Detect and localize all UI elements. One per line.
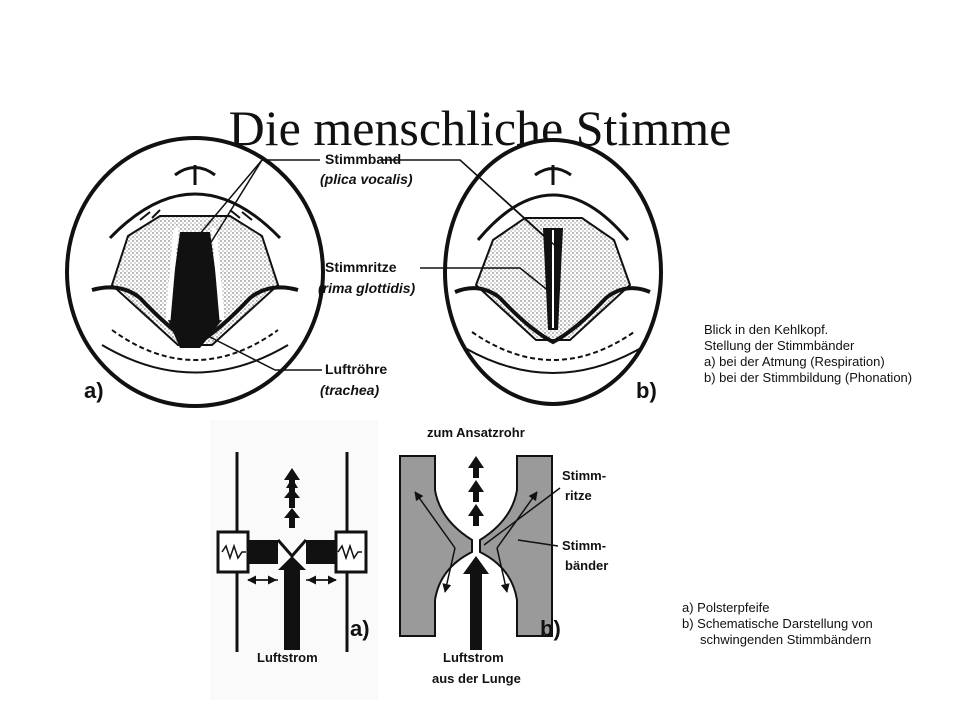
label-luftroehre-latin: (trachea) — [320, 382, 380, 398]
top-caption-line-1: Blick in den Kehlkopf. — [704, 322, 829, 337]
label-stimmbaender-2: bänder — [565, 558, 609, 573]
top-caption-line-4: b) bei der Stimmbildung (Phonation) — [704, 370, 913, 385]
label-luftstrom-a: Luftstrom — [257, 650, 318, 665]
label-stimmbaender-1: Stimm- — [562, 538, 607, 553]
bottom-caption: a) Polsterpfeife b) Schematische Darstel… — [682, 600, 873, 648]
label-stimmritze-b-1: Stimm- — [562, 468, 607, 483]
top-caption-line-2: Stellung der Stimmbänder — [704, 338, 855, 353]
panel-label-bottom-b: b) — [540, 616, 561, 641]
larynx-view-phonation — [443, 138, 663, 406]
label-stimmritze: Stimmritze — [325, 259, 397, 275]
top-pointer-lines — [187, 159, 561, 371]
label-luftstrom-b-2: aus der Lunge — [432, 671, 521, 686]
label-luftstrom-b-1: Luftstrom — [443, 650, 504, 665]
label-ansatzrohr: zum Ansatzrohr — [427, 425, 525, 440]
label-stimmritze-b-2: ritze — [565, 488, 592, 503]
vocal-folds-schematic-drawing — [399, 455, 561, 650]
panel-label-top-a: a) — [84, 378, 104, 403]
larynx-view-respiration — [65, 136, 325, 408]
label-stimmritze-latin: (rima glottidis) — [318, 280, 416, 296]
panel-label-top-b: b) — [636, 378, 657, 403]
bottom-caption-line-1: a) Polsterpfeife — [682, 600, 770, 615]
label-luftroehre: Luftröhre — [325, 361, 388, 377]
polsterpfeife-drawing — [210, 420, 378, 700]
top-caption-line-3: a) bei der Atmung (Respiration) — [704, 354, 885, 369]
label-stimmband: Stimmband — [325, 151, 402, 167]
bottom-caption-line-2: b) Schematische Darstellung von — [682, 616, 873, 631]
panel-label-bottom-a: a) — [350, 616, 370, 641]
bottom-caption-line-3: schwingenden Stimmbändern — [700, 632, 872, 647]
page-title: Die menschliche Stimme — [228, 100, 732, 156]
label-stimmband-latin: (plica vocalis) — [320, 171, 413, 187]
top-caption: Blick in den Kehlkopf. Stellung der Stim… — [704, 322, 912, 386]
